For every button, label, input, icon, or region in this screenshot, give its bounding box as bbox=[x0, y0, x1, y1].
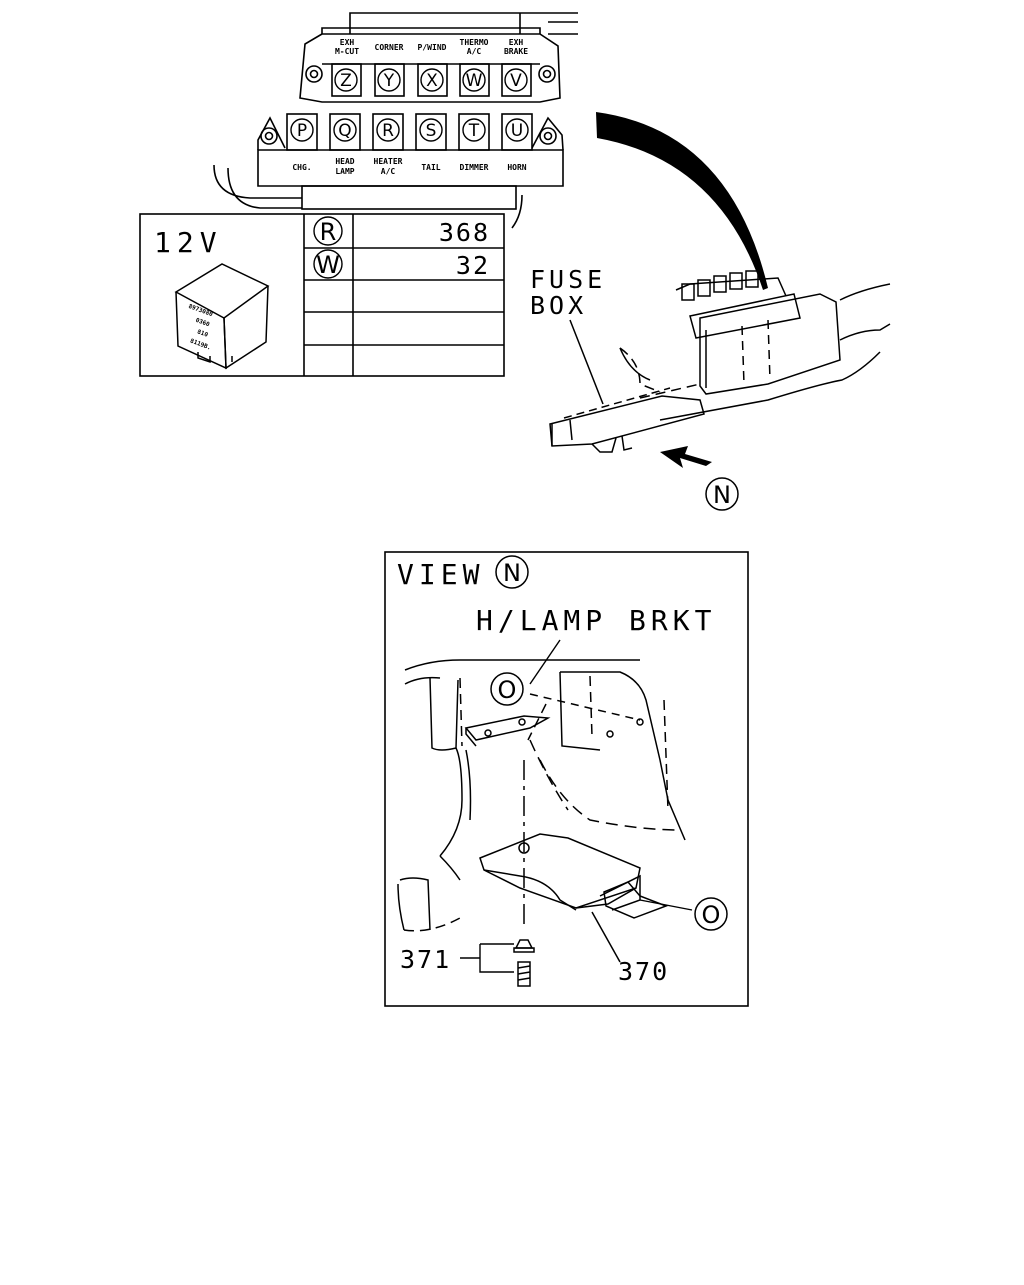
table-row-2-part: 32 bbox=[456, 251, 490, 280]
relay-letter-w: W bbox=[466, 71, 483, 91]
upper-relay-letters: Z Y X W V bbox=[334, 68, 528, 92]
relay-label-v-l1: EXH bbox=[509, 38, 524, 47]
table-row-2-letter: W bbox=[316, 251, 340, 279]
callout-o-lower: O bbox=[702, 901, 721, 929]
fuse-box-label-line1: FUSE bbox=[530, 265, 606, 294]
relay-table-rows: R 368 W 32 bbox=[313, 216, 490, 280]
lower-relay-labels: CHG. HEAD LAMP HEATER A/C TAIL DIMMER HO… bbox=[292, 157, 526, 176]
relay-label-r-l2: A/C bbox=[381, 167, 396, 176]
view-panel-frame bbox=[384, 551, 749, 1007]
relay-letter-s: S bbox=[426, 121, 437, 141]
relay-label-y-l1: CORNER bbox=[375, 43, 404, 52]
table-row-1-letter: R bbox=[320, 218, 337, 246]
relay-label-t-l1: DIMMER bbox=[460, 163, 489, 172]
relay-table bbox=[139, 213, 505, 377]
upper-relay-block bbox=[299, 12, 578, 103]
relay-letter-u: U bbox=[511, 121, 523, 141]
relay-marking-2: 0360 bbox=[195, 317, 211, 329]
relay-label-q-l2: LAMP bbox=[335, 167, 354, 176]
relay-label-u-l1: HORN bbox=[507, 163, 526, 172]
relay-label-x-l1: P/WIND bbox=[418, 43, 447, 52]
relay-letter-t: T bbox=[468, 121, 480, 141]
fuse-box-label-line2: BOX bbox=[530, 291, 587, 320]
relay-marking-4: 8119B. bbox=[189, 338, 212, 352]
relay-label-v-l2: BRAKE bbox=[504, 47, 528, 56]
relay-letter-y: Y bbox=[383, 71, 395, 91]
relay-label-p-l1: CHG. bbox=[292, 163, 311, 172]
view-panel-title: VIEW bbox=[397, 558, 484, 591]
relay-label-q-l1: HEAD bbox=[335, 157, 354, 166]
relay-label-s-l1: TAIL bbox=[421, 163, 440, 172]
upper-relay-labels: EXH M-CUT CORNER P/WIND THERMO A/C EXH B… bbox=[335, 38, 528, 56]
lower-relay-letters: P Q R S T U bbox=[290, 118, 529, 142]
relay-label-w-l1: THERMO bbox=[460, 38, 489, 47]
headlamp-bracket-drawing bbox=[397, 659, 686, 987]
fuse-box-assembly bbox=[549, 270, 891, 453]
part-number-370: 370 bbox=[618, 957, 669, 986]
relay-label-z-l2: M-CUT bbox=[335, 47, 359, 56]
relay-voltage: 12V bbox=[154, 226, 223, 259]
relay-letter-r: R bbox=[382, 121, 394, 141]
relay-marking-3: 810 bbox=[196, 328, 209, 338]
callout-o-upper: O bbox=[498, 676, 517, 704]
bracket-label: H/LAMP BRKT bbox=[476, 604, 716, 637]
relay-letter-x: X bbox=[426, 71, 438, 91]
relay-label-r-l1: HEATER bbox=[374, 157, 403, 166]
view-panel-title-marker: N bbox=[503, 559, 521, 587]
part-number-371: 371 bbox=[400, 945, 451, 974]
curved-pointer-arrow bbox=[596, 112, 768, 290]
relay-letter-p: P bbox=[297, 121, 307, 141]
view-direction-arrow bbox=[660, 446, 712, 468]
relay-letter-z: Z bbox=[340, 71, 352, 91]
table-row-1-part: 368 bbox=[439, 218, 490, 247]
relay-letter-v: V bbox=[510, 71, 522, 91]
relay-cube-markings: 8973080 0360 810 8119B. bbox=[187, 303, 214, 352]
part-371-leader bbox=[460, 943, 514, 973]
relay-label-w-l2: A/C bbox=[467, 47, 482, 56]
relay-letter-q: Q bbox=[338, 121, 351, 141]
relay-label-z-l1: EXH bbox=[340, 38, 355, 47]
lower-relay-block bbox=[213, 113, 564, 229]
relay-cube-illustration bbox=[174, 263, 270, 370]
view-marker-n: N bbox=[713, 481, 731, 509]
